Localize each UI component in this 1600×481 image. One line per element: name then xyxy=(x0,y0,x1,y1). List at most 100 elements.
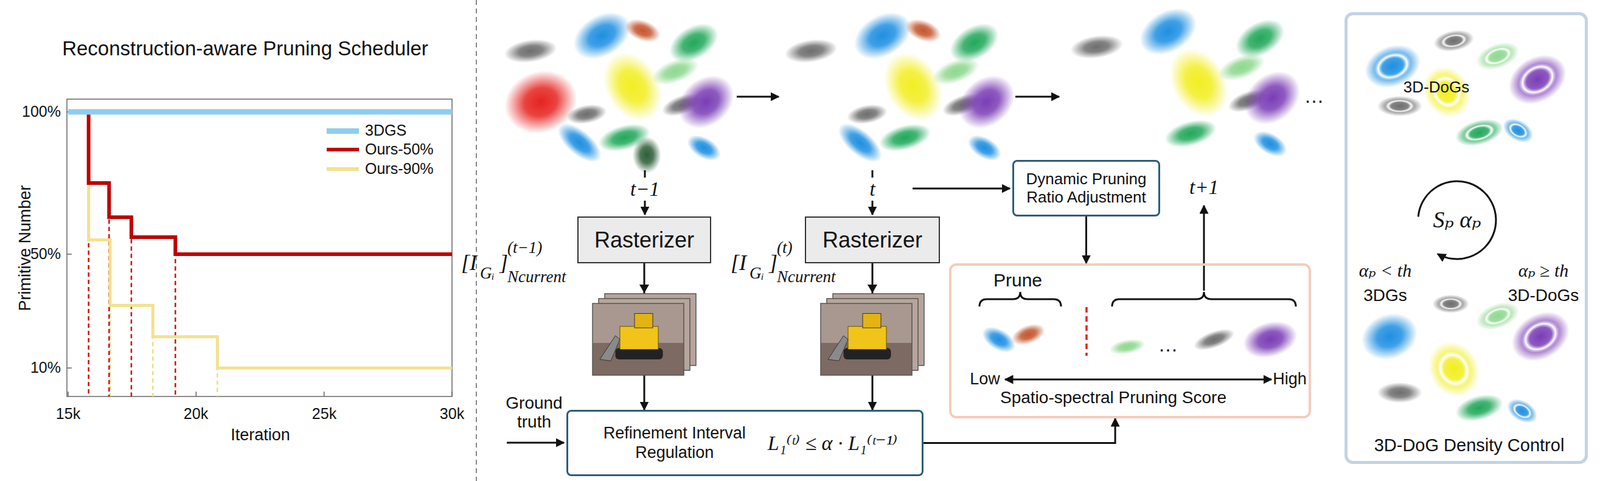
guide-line xyxy=(174,237,177,397)
gaussian-ellipse xyxy=(782,36,839,67)
legend-text: Ours-50% xyxy=(365,141,434,159)
y-tick xyxy=(66,367,72,369)
node-text: Low xyxy=(969,370,1001,389)
threshold-line xyxy=(1085,307,1088,356)
text-label: Primitive Number xyxy=(16,184,35,311)
text-label: (t−1) xyxy=(507,239,543,258)
node-text: 3D-DoGs xyxy=(1508,286,1580,306)
arrow xyxy=(1005,379,1272,381)
x-tick xyxy=(451,391,453,397)
text-label: Gᵢ xyxy=(749,264,765,283)
leader-line xyxy=(644,170,647,178)
text-label: Gᵢ xyxy=(480,264,495,283)
gaussian-ellipse xyxy=(683,130,726,167)
gaussian-ellipse xyxy=(621,14,664,47)
gaussian-ellipse xyxy=(963,130,1006,167)
process-box: Dynamic Pruning Ratio Adjustment xyxy=(1012,160,1161,217)
text-label: t+1 xyxy=(1189,176,1219,199)
render-image xyxy=(820,303,912,376)
node-text: L₁⁽ᵗ⁾ ≤ α · L₁⁽ᵗ⁻¹⁾ xyxy=(767,431,898,456)
text-label: t xyxy=(869,178,875,201)
panel-separator xyxy=(475,0,477,481)
legend-text: 3DGS xyxy=(365,122,407,140)
text-label: 30k xyxy=(439,405,465,423)
node-text: Dynamic Pruning Ratio Adjustment xyxy=(1017,170,1155,207)
gaussian-ellipse xyxy=(1161,114,1220,153)
node-text: 3DGs xyxy=(1363,286,1408,306)
toy-shovel xyxy=(827,335,849,361)
brace xyxy=(979,292,1061,307)
x-tick xyxy=(67,391,69,397)
text-label: Ncurrent xyxy=(776,268,836,287)
text-label: Ncurrent xyxy=(507,268,567,287)
text-label: 20k xyxy=(183,405,209,423)
node-text: αₚ < th xyxy=(1359,260,1412,281)
gaussian-ellipse xyxy=(667,64,745,140)
gaussian-ellipse xyxy=(1068,32,1125,63)
density-control-panel: 3D-DoGsSₚ αₚαₚ < th3DGsαₚ ≥ th3D-DoGs3D-… xyxy=(1344,12,1588,465)
series-line xyxy=(68,111,453,369)
gaussian-ellipse xyxy=(1432,27,1476,55)
text-label: 15k xyxy=(55,405,81,423)
text-label: [I xyxy=(461,251,477,276)
gaussian-ellipse xyxy=(591,41,675,132)
text-label: [I xyxy=(730,251,747,276)
gaussian-ellipse xyxy=(1452,389,1507,427)
image-border xyxy=(592,303,684,376)
plot-frame xyxy=(66,99,453,397)
y-tick xyxy=(66,253,72,255)
node-text: αₚ ≥ th xyxy=(1518,260,1569,281)
text-label: t−1 xyxy=(630,178,660,201)
rasterizer-box: Rasterizer xyxy=(577,216,712,264)
gaussian-ellipse xyxy=(1233,60,1312,136)
gaussian-ellipse xyxy=(1452,114,1507,151)
arrow-head xyxy=(639,284,650,294)
gaussian-ellipse xyxy=(1248,125,1291,162)
arrow xyxy=(506,442,564,445)
gaussian-ellipse xyxy=(502,36,558,67)
gaussian-ellipse xyxy=(1157,37,1241,128)
arrow xyxy=(1203,205,1206,291)
gaussian-ellipse xyxy=(1499,113,1538,148)
legend-swatch xyxy=(326,167,359,171)
text-label: 25k xyxy=(312,405,337,423)
arrow-head xyxy=(867,284,878,294)
node-text: High xyxy=(1272,370,1307,389)
render-image xyxy=(592,303,684,376)
arrow xyxy=(644,200,647,215)
toy-body xyxy=(848,326,887,350)
toy-body xyxy=(619,326,659,350)
arrow xyxy=(736,96,779,98)
cycle-arrow xyxy=(1418,181,1496,260)
gaussian-ellipse xyxy=(1377,96,1423,117)
node-text: Refinement Interval Regulation xyxy=(592,424,757,462)
series-line xyxy=(68,111,453,255)
arrow xyxy=(1015,96,1060,98)
text-label: ] xyxy=(768,251,778,276)
gaussian-ellipse xyxy=(1418,332,1490,407)
process-box: Refinement Interval Regulation L₁⁽ᵗ⁾ ≤ α … xyxy=(566,410,924,477)
text-label: ] xyxy=(499,251,508,276)
text-label: Ground truth xyxy=(500,394,568,432)
gaussian-ellipse xyxy=(871,41,955,132)
node-text: Prune xyxy=(993,270,1043,291)
x-tick xyxy=(195,391,198,397)
node-text: … xyxy=(1158,333,1179,356)
text-label: Iteration xyxy=(230,426,291,445)
gaussian-ellipse xyxy=(632,136,662,174)
gaussian-ellipse xyxy=(1239,315,1302,364)
connector-arrow xyxy=(1085,216,1088,264)
rasterizer-box: Rasterizer xyxy=(804,216,940,264)
leader-line xyxy=(871,170,874,178)
node-text: Rasterizer xyxy=(594,227,695,253)
toy-cab xyxy=(634,313,653,329)
node-text: Sₚ αₚ xyxy=(1433,207,1482,234)
gaussian-ellipse xyxy=(1502,394,1541,429)
text-label: Reconstruction-aware Pruning Scheduler xyxy=(62,37,429,60)
arrow xyxy=(871,200,874,215)
toy-cab xyxy=(862,313,881,329)
gaussian-ellipse xyxy=(876,119,934,157)
